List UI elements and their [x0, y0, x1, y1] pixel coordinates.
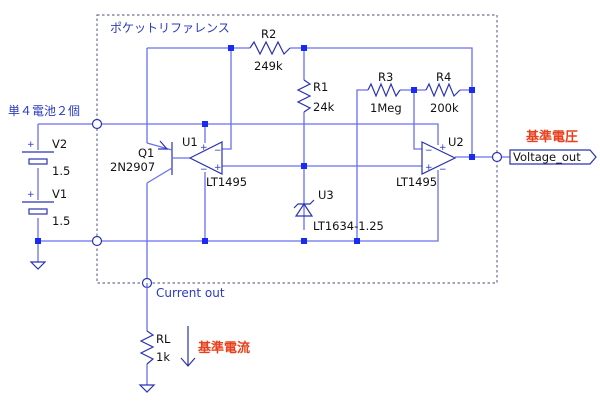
v1-ref: V1: [52, 187, 67, 201]
port-voltage-out[interactable]: [491, 151, 503, 163]
junction: [469, 87, 475, 93]
v1-value: 1.5: [52, 214, 70, 228]
q1-value: 2N2907: [110, 160, 155, 174]
r3-ref: R3: [378, 70, 393, 84]
r1-ref: R1: [313, 80, 328, 94]
rl-value: 1k: [156, 350, 170, 364]
u1-value: LT1495: [206, 175, 247, 189]
port-battery-ground[interactable]: [91, 235, 103, 247]
voltage-out-text: Voltage_out: [513, 150, 581, 164]
ground-icon: [138, 384, 156, 393]
r4-value: 200k: [430, 101, 459, 115]
r2-value: 249k: [254, 59, 283, 73]
reference-voltage-annotation: 基準電圧: [525, 129, 578, 145]
v1-plus: +: [27, 190, 35, 200]
u1-noninverting: +: [214, 163, 222, 173]
u1-ref: U1: [182, 135, 198, 149]
junction: [301, 163, 307, 169]
v2-ref: V2: [52, 137, 67, 151]
junction: [301, 238, 307, 244]
junction: [35, 238, 41, 244]
opamp-u1[interactable]: + − + − U1 LT1495: [182, 135, 247, 189]
resistor-r4[interactable]: R4 200k: [425, 70, 461, 115]
u2-supply-plus: +: [439, 143, 447, 153]
wire-ground-rail: [38, 170, 439, 242]
block-title: ポケットリファレンス: [110, 21, 230, 35]
junction: [301, 45, 307, 51]
junction: [411, 87, 417, 93]
junctions: [35, 45, 475, 244]
port-battery-positive[interactable]: [91, 118, 103, 130]
resistor-r3[interactable]: R3 1Meg: [367, 70, 402, 115]
reference-current-annotation: 基準電流: [197, 340, 250, 356]
junction: [202, 238, 208, 244]
junction: [228, 45, 234, 51]
ground-icon: [29, 261, 47, 270]
reference-u3[interactable]: U3 LT1634-1.25: [293, 188, 384, 233]
u1-inverting: −: [214, 146, 222, 156]
block-boundary: [96, 14, 498, 284]
r1-value: 24k: [313, 100, 335, 114]
current-arrow-icon: [180, 326, 196, 367]
u2-inverting: −: [425, 146, 433, 156]
q1-ref: Q1: [138, 146, 154, 160]
rl-ref: RL: [156, 332, 171, 346]
voltage-out-label[interactable]: Voltage_out: [509, 149, 597, 165]
junction: [469, 154, 475, 160]
junction: [202, 121, 208, 127]
wire-top: [146, 47, 473, 157]
u1-supply-plus: +: [200, 143, 208, 153]
r3-value: 1Meg: [370, 101, 402, 115]
resistor-r2[interactable]: R2 249k: [249, 27, 291, 73]
u2-ref: U2: [448, 135, 464, 149]
opamp-u2[interactable]: − + + − U2 LT1495: [396, 135, 464, 189]
v2-value: 1.5: [52, 164, 70, 178]
u1-supply-minus: −: [200, 165, 208, 175]
r4-ref: R4: [436, 70, 451, 84]
battery-label: 単４電池２個: [8, 104, 80, 118]
battery-v1[interactable]: + V1 1.5: [22, 187, 70, 228]
u3-ref: U3: [318, 188, 334, 202]
resistor-rl[interactable]: RL 1k: [139, 330, 171, 365]
wire-u2-inverting: [413, 90, 422, 150]
u2-supply-minus: −: [439, 165, 447, 175]
transistor-q1[interactable]: Q1 2N2907: [110, 140, 190, 283]
u2-value: LT1495: [396, 175, 437, 189]
resistor-r1[interactable]: R1 24k: [296, 79, 335, 114]
u3-value: LT1634-1.25: [313, 219, 384, 233]
v2-plus: +: [27, 140, 35, 150]
current-out-label: Current out: [156, 286, 225, 300]
battery-v2[interactable]: + V2 1.5: [22, 137, 70, 178]
r2-ref: R2: [261, 27, 276, 41]
u2-noninverting: +: [425, 163, 433, 173]
junction: [354, 238, 360, 244]
wire-positive-rail: [38, 123, 439, 145]
